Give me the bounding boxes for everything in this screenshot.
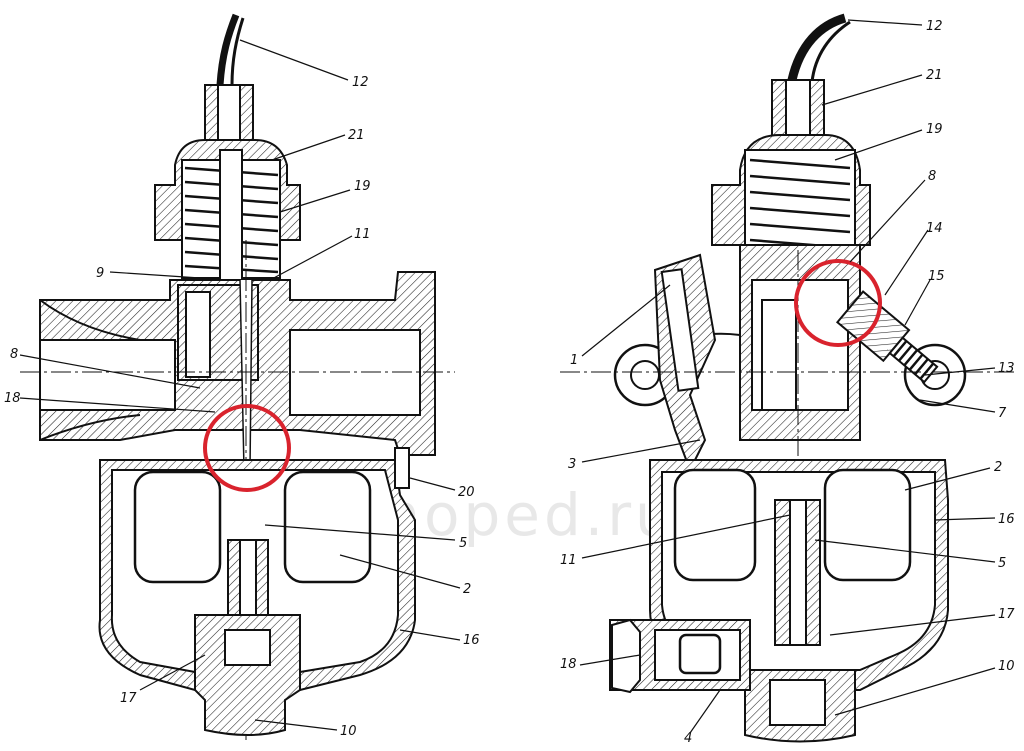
left-callout-21: 21 [348,128,365,143]
left-callout-18: 18 [4,391,21,406]
right-carburetor-section [560,13,1015,745]
right-callout-15: 15 [928,269,945,284]
left-drain-plug [194,614,301,736]
right-callout-21: 21 [926,68,943,83]
left-callout-5: 5 [459,536,467,551]
right-callout-11: 11 [560,553,577,568]
right-callout-3: 3 [568,457,576,472]
left-callout-2: 2 [463,582,471,597]
left-callout-12: 12 [352,75,369,90]
left-float-a [133,470,222,584]
left-screw-20 [394,447,410,489]
left-callout-10: 10 [340,724,357,739]
right-callout-2: 2 [994,460,1002,475]
right-highlight-circle [794,259,882,347]
left-callout-labels: 12 21 19 11 9 8 18 20 5 2 16 17 10 [4,75,480,739]
right-callout-13: 13 [998,361,1015,376]
right-callout-8: 8 [928,169,936,184]
right-float-b [823,468,912,582]
right-callout-4: 4 [684,731,692,746]
right-leader-lines [579,19,996,734]
right-callout-18: 18 [560,657,577,672]
right-callout-10: 10 [998,659,1015,674]
left-highlight-circle [203,404,291,492]
left-callout-19: 19 [354,179,371,194]
right-callout-12: 12 [926,19,943,34]
right-callout-7: 7 [998,406,1007,421]
right-callout-14: 14 [926,221,943,236]
left-callout-20: 20 [458,485,475,500]
left-cable [216,13,240,86]
right-callout-16: 16 [998,512,1015,527]
right-callout-19: 19 [926,122,943,137]
left-carburetor-section [20,13,455,740]
right-callout-17: 17 [998,607,1015,622]
right-callout-labels: 12 21 19 8 14 15 1 13 7 3 2 16 11 5 17 1… [560,19,1015,746]
right-callout-1: 1 [570,353,578,368]
right-callout-5: 5 [998,556,1006,571]
left-callout-11: 11 [354,227,371,242]
right-float-a [673,468,757,582]
right-cable [787,13,847,82]
left-callout-16: 16 [463,633,480,648]
left-callout-9: 9 [96,266,104,281]
left-callout-17: 17 [120,691,137,706]
left-callout-8: 8 [10,347,18,362]
left-leader-lines [19,39,461,731]
